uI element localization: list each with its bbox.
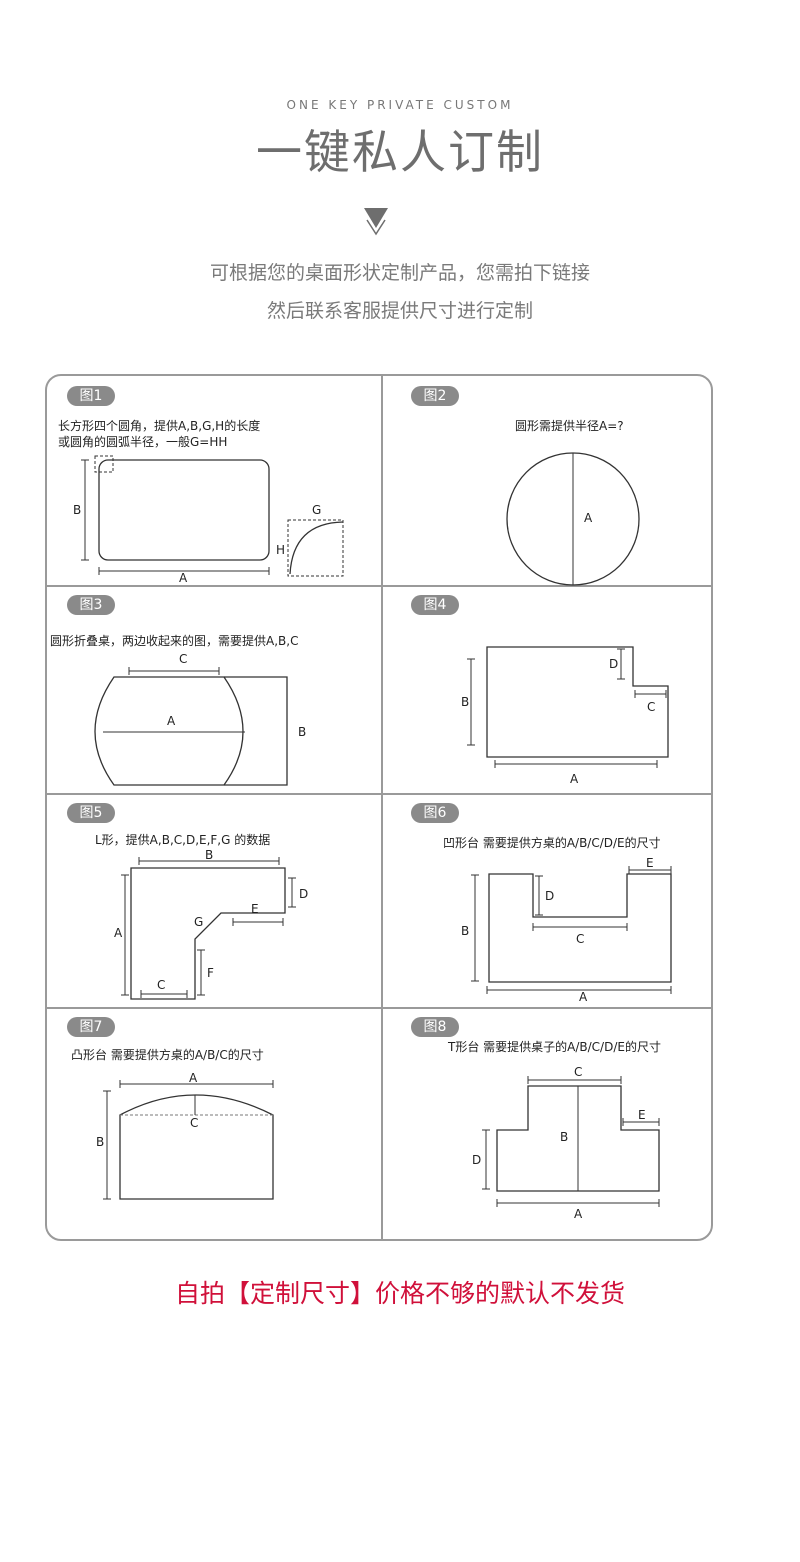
- convex-shape: [119, 1094, 274, 1200]
- dimension-label: F: [207, 966, 214, 980]
- folding-table-shape: [94, 676, 244, 786]
- figure-badge: 图6: [411, 803, 459, 823]
- dimension-label: D: [299, 887, 308, 901]
- figure-description: T形台 需要提供桌子的A/B/C/D/E的尺寸: [448, 1040, 661, 1054]
- figure-description: L形，提供A,B,C,D,E,F,G 的数据: [95, 833, 271, 847]
- dimension-label: A: [114, 926, 123, 940]
- figure-grid: 图1 长方形四个圆角，提供A,B,G,H的长度 或圆角的圆弧半径，一般G=HH …: [45, 374, 713, 1241]
- figure-description: 圆形需提供半径A=?: [515, 419, 624, 433]
- dimension-label: A: [189, 1071, 198, 1085]
- dimension-label: A: [167, 714, 176, 728]
- grid-divider: [47, 585, 711, 587]
- corner-highlight-box: [94, 455, 114, 473]
- figure-badge: 图7: [67, 1017, 115, 1037]
- dimension-label: E: [638, 1108, 646, 1122]
- figure-badge: 图2: [411, 386, 459, 406]
- grid-divider: [381, 376, 383, 1239]
- figure-6-diagram: B A D C E: [461, 856, 672, 1004]
- figure-badge: 图4: [411, 595, 459, 615]
- figure-description: 或圆角的圆弧半径，一般G=HH: [58, 435, 228, 449]
- figure-badge: 图1: [67, 386, 115, 406]
- dimension-label: B: [298, 725, 306, 739]
- dimension-label: C: [157, 978, 165, 992]
- figure-7: 图7 凸形台 需要提供方桌的A/B/C的尺寸 A C B: [47, 1009, 381, 1241]
- dimension-label: C: [190, 1116, 198, 1130]
- dimension-label: E: [251, 902, 259, 916]
- dimension-label: D: [472, 1153, 481, 1167]
- dimension-label: B: [461, 924, 469, 938]
- dimension-label: B: [560, 1130, 568, 1144]
- page-title: 一键私人订制: [256, 125, 544, 179]
- l-shape: [130, 867, 286, 1000]
- folding-leaf-outline: [224, 676, 288, 786]
- figure-description: 圆形折叠桌，两边收起来的图，需要提供A,B,C: [50, 634, 299, 648]
- figure-1: 图1 长方形四个圆角，提供A,B,G,H的长度 或圆角的圆弧半径，一般G=HH …: [47, 376, 381, 585]
- grid-divider: [47, 1007, 711, 1009]
- figure-7-diagram: A C B: [96, 1071, 274, 1200]
- notched-rectangle-shape: [486, 646, 669, 758]
- dimension-label: A: [579, 990, 588, 1004]
- figure-badge: 图5: [67, 803, 115, 823]
- figure-badge: 图3: [67, 595, 115, 615]
- figure-6: 图6 凹形台 需要提供方桌的A/B/C/D/E的尺寸 B A D C E: [383, 795, 715, 1007]
- dimension-label: E: [646, 856, 654, 870]
- figure-8-diagram: B C E D A: [472, 1065, 660, 1221]
- down-triangle-icon: [364, 208, 388, 236]
- dimension-label: A: [570, 772, 579, 786]
- grid-divider: [47, 793, 711, 795]
- corner-arc: [289, 521, 344, 575]
- figure-4: 图4 B A D C: [383, 587, 715, 793]
- figure-5-diagram: B A D E G F C: [114, 848, 308, 1000]
- corner-detail-box: [287, 519, 344, 577]
- figure-3: 图3 圆形折叠桌，两边收起来的图，需要提供A,B,C C A B: [47, 587, 381, 793]
- figure-badge: 图8: [411, 1017, 459, 1037]
- dimension-label: C: [576, 932, 584, 946]
- figure-description: 凸形台 需要提供方桌的A/B/C的尺寸: [71, 1048, 264, 1062]
- dimension-label: B: [205, 848, 213, 862]
- figure-1-diagram: B A G H: [73, 455, 344, 585]
- dimension-label: D: [609, 657, 618, 671]
- dimension-label: C: [574, 1065, 582, 1079]
- dimension-label: C: [179, 652, 187, 666]
- dimension-label: D: [545, 889, 554, 903]
- dimension-label: G: [312, 503, 321, 517]
- dimension-label: B: [96, 1135, 104, 1149]
- t-shape: [496, 1085, 660, 1192]
- figure-2-diagram: A: [506, 452, 640, 586]
- figure-5: 图5 L形，提供A,B,C,D,E,F,G 的数据 B A D E G F: [47, 795, 381, 1007]
- dimension-label: G: [194, 915, 203, 929]
- figure-4-diagram: B A D C: [461, 646, 669, 786]
- figure-2: 图2 圆形需提供半径A=? A: [383, 376, 715, 586]
- intro-line-2: 然后联系客服提供尺寸进行定制: [266, 300, 533, 322]
- dimension-label: A: [584, 511, 593, 525]
- figure-description: 长方形四个圆角，提供A,B,G,H的长度: [58, 419, 261, 433]
- figure-description: 凹形台 需要提供方桌的A/B/C/D/E的尺寸: [443, 836, 661, 850]
- rounded-rectangle-shape: [98, 459, 270, 561]
- dimension-label: B: [73, 503, 81, 517]
- dimension-label: C: [647, 700, 655, 714]
- footer-note: 自拍【定制尺寸】价格不够的默认不发货: [174, 1279, 625, 1308]
- dimension-label: A: [574, 1207, 583, 1221]
- intro-line-1: 可根据您的桌面形状定制产品，您需拍下链接: [209, 262, 590, 284]
- figure-8: 图8 T形台 需要提供桌子的A/B/C/D/E的尺寸 B C E D A: [383, 1009, 715, 1241]
- header-subtitle: ONE KEY PRIVATE CUSTOM: [286, 98, 514, 112]
- dimension-label: H: [276, 543, 285, 557]
- dimension-label: B: [461, 695, 469, 709]
- concave-shape: [488, 873, 672, 983]
- dimension-label: A: [179, 571, 188, 585]
- figure-3-diagram: C A B: [94, 652, 306, 786]
